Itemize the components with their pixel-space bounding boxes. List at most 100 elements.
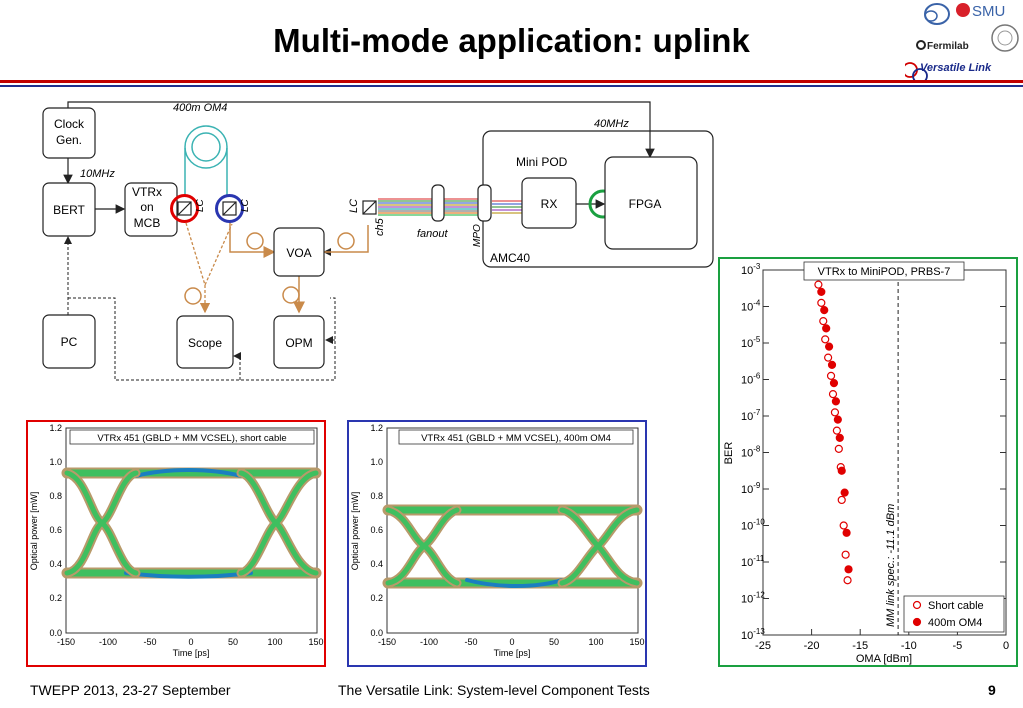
ber-point-short-cable (826, 371, 836, 380)
ber-ytick-label: 10-11 (741, 554, 765, 569)
ber-point-short-cable (819, 316, 828, 326)
ber-ytick-label: 10-6 (741, 372, 761, 387)
opm-block (273, 315, 325, 369)
eye-long-chart: 1.2 1.0 0.8 0.6 0.4 0.2 0.0 -150 -100 -5… (350, 423, 645, 658)
rx-label: RX (541, 197, 558, 211)
page-title: Multi-mode application: uplink (273, 22, 750, 59)
ber-legend-box (903, 595, 1005, 633)
ber-point-om4 (820, 306, 829, 315)
eye-long-x-ticks: -150 -100 -50 0 50 100 150 (378, 637, 645, 647)
eye-short-y-ticks: 1.2 1.0 0.8 0.6 0.4 0.2 0.0 (49, 423, 62, 638)
eye-long-ytick: 0.4 (370, 559, 383, 569)
ber-point-short-cable (843, 576, 852, 585)
ber-panel (718, 257, 1018, 667)
lc-ch5-diagonal (362, 200, 377, 215)
vtrx-lc-label-right: LC (240, 198, 251, 212)
smu-logo-text: SMU (972, 3, 1005, 20)
fermilab-logo-text: Fermilab (927, 41, 969, 52)
vtrx-block (124, 182, 178, 237)
eye-long-title: VTRx 451 (GBLD + MM VCSEL), 400m OM4 (421, 433, 611, 444)
eye-short-panel (26, 420, 326, 667)
ber-point-short-cable (814, 280, 823, 289)
ber-ytick-label: 10-12 (741, 591, 765, 606)
eye-short-xtick: 150 (308, 637, 323, 647)
ch5-label: ch5 (374, 217, 386, 236)
footer-talk-title: The Versatile Link: System-level Compone… (338, 682, 650, 698)
eye-long-title-box (398, 429, 634, 445)
ber-ylabel: BER (723, 442, 735, 465)
vtrx-lc-label-left: LC (195, 198, 206, 212)
ber-points (814, 265, 853, 585)
eye-long-xtick: 0 (509, 637, 514, 647)
pc-to-scope-wire (233, 352, 241, 380)
ber-xtick-label: -5 (953, 640, 963, 652)
mhz40-label: 40MHz (594, 118, 629, 130)
eye-long-xtick: -50 (464, 637, 477, 647)
fiber-loop-4 (184, 287, 202, 305)
ber-point-short-cable (837, 495, 846, 505)
ber-point-om4 (833, 415, 842, 424)
legend-label-short-cable: Short cable (928, 600, 984, 612)
rx-block (521, 177, 577, 229)
eye-short-ytick: 1.0 (49, 457, 62, 467)
fpga-label: FPGA (629, 197, 662, 211)
ber-ytick-label: 10-5 (741, 335, 761, 350)
pc-label: PC (61, 335, 78, 349)
vtrx-to-voa-fiber (229, 222, 276, 258)
short-cable-highlight (170, 194, 199, 223)
ber-point-short-cable (841, 550, 850, 559)
ber-chart: 10-310-410-510-610-710-810-910-1010-1110… (723, 261, 1009, 665)
fiber-loop-2 (337, 232, 355, 250)
versatile-link-label: Versatile Link (920, 62, 992, 74)
ber-point-om4 (831, 397, 841, 406)
eye-long-xtick: -150 (378, 637, 396, 647)
bert-block (42, 182, 96, 237)
fpga-block (604, 156, 698, 250)
ber-point-short-cable (817, 298, 826, 307)
ber-point-om4 (822, 324, 831, 333)
scope-block (176, 315, 234, 369)
ber-point-om4 (817, 287, 826, 297)
voa-block (273, 227, 325, 277)
mhz10-label: 10MHz (80, 168, 115, 180)
ber-point-om4 (827, 360, 837, 370)
ber-xtick-label: -20 (804, 640, 820, 652)
eye-short-ytick: 0.0 (49, 628, 62, 638)
eye-long-ytick: 0.8 (370, 491, 383, 501)
ber-xtick-label: -25 (755, 640, 771, 652)
versatile-link-logo-blue (912, 68, 928, 80)
ber-title-box (803, 261, 965, 281)
vtrx-label-3: MCB (134, 216, 161, 230)
ber-xtick-label: -15 (852, 640, 868, 652)
legend-marker-short-cable (912, 600, 922, 610)
fiber-loop-3 (282, 286, 300, 304)
eye-long-xtick: 100 (588, 637, 603, 647)
eye-long-ylabel: Optical power [mW] (350, 492, 360, 571)
ber-xtick-label: -10 (901, 640, 917, 652)
mpo-connector (477, 184, 492, 222)
cern-logo (924, 3, 950, 25)
footer-page-number: 9 (988, 682, 996, 698)
header-rule-blue (0, 85, 1023, 87)
header-rule-red (0, 80, 1023, 83)
eye-short-title: VTRx 451 (GBLD + MM VCSEL), short cable (97, 433, 286, 444)
eye-long-ytick: 0.2 (370, 593, 383, 603)
eye-short-x-ticks: -150 -100 -50 0 50 100 150 (57, 637, 324, 647)
opm-label: OPM (285, 336, 312, 350)
eye-short-xtick: 0 (188, 637, 193, 647)
ber-ytick-label: 10-4 (741, 299, 761, 314)
ber-point-short-cable (824, 353, 833, 362)
eye-long-panel (347, 420, 647, 667)
eye-short-ytick: 0.6 (49, 525, 62, 535)
eye-short-xtick: -150 (57, 637, 75, 647)
clock-gen-block (42, 107, 96, 159)
eye-short-ytick: 0.2 (49, 593, 62, 603)
ber-point-short-cable (828, 390, 838, 399)
fermilab-logo-icon (916, 40, 926, 50)
legend-marker-om4 (912, 617, 922, 627)
scope-fiber-dashed (185, 222, 233, 312)
ber-point-short-cable (832, 426, 841, 435)
minipod-label: Mini POD (516, 155, 568, 169)
ber-ytick-label: 10-8 (741, 445, 761, 460)
mpo-label: MPO (472, 224, 483, 247)
